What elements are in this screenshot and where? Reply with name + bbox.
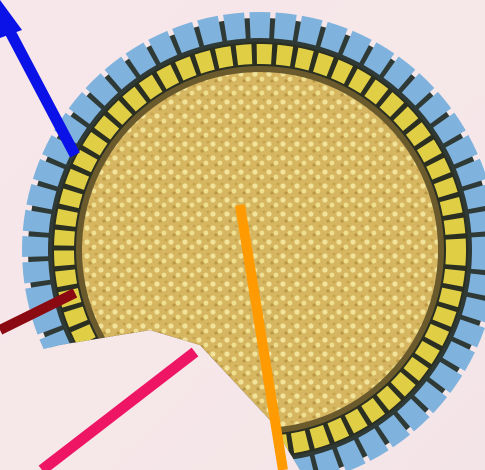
inner-cell-mass: [82, 72, 438, 428]
blue-pointer: [8, 28, 75, 155]
pink-pointer: [42, 352, 195, 470]
blue-pointer-arrowhead: [0, 0, 22, 38]
